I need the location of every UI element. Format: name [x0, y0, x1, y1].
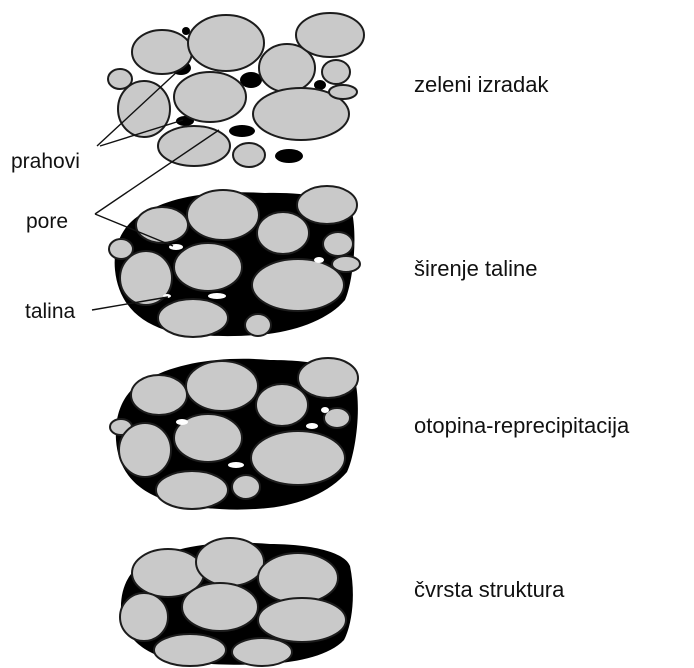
- stage-label-melt-spreading: širenje taline: [414, 256, 538, 281]
- callout-powders: prahovi: [11, 150, 80, 173]
- grains: [108, 13, 364, 167]
- callout-pores: pore: [26, 210, 68, 233]
- stage-green-compact-illustration: [108, 13, 364, 167]
- stage-melt-spreading-illustration: [109, 186, 360, 337]
- stage-solution-reprecipitation-illustration: [110, 358, 358, 510]
- callout-melt: talina: [25, 300, 76, 323]
- stage-solid-structure-illustration: [120, 538, 353, 666]
- stage-label-green-compact: zeleni izradak: [414, 72, 550, 97]
- stage-label-solid-structure: čvrsta struktura: [414, 577, 565, 602]
- stage-label-solution-reprecipitation: otopina-reprecipitacija: [414, 413, 630, 438]
